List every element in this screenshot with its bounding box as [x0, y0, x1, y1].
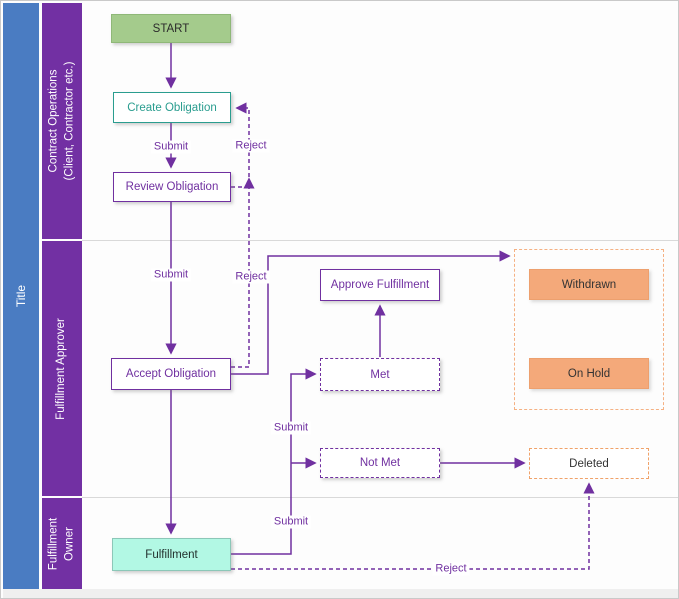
node-not-met[interactable]: Not Met — [320, 448, 440, 478]
lane-label-fulfillment-approver: Fulfillment Approver — [55, 318, 68, 420]
node-on-hold[interactable]: On Hold — [529, 358, 649, 389]
edge-label-reject-1: Reject — [232, 139, 270, 153]
lane-bar-fulfillment-approver: Fulfillment Approver — [42, 241, 82, 496]
lane-separator — [82, 240, 678, 241]
edge-label-reject-3: Reject — [432, 562, 470, 576]
edge-label-reject-2: Reject — [232, 270, 270, 284]
terminal-states-container — [514, 249, 664, 410]
title-lane-label: Title — [13, 284, 28, 308]
lane-label-contract-operations: Contract Operations (Client, Contractor … — [47, 61, 75, 181]
diagram-footer-strip — [3, 589, 678, 598]
node-met[interactable]: Met — [320, 358, 440, 391]
node-approve-fulfillment[interactable]: Approve Fulfillment — [320, 269, 440, 301]
edge-label-submit-4: Submit — [270, 515, 312, 529]
node-withdrawn[interactable]: Withdrawn — [529, 269, 649, 300]
node-create-obligation[interactable]: Create Obligation — [113, 92, 231, 123]
lane-label-fulfillment-owner: Fulfillment Owner — [47, 517, 75, 571]
lane-bar-fulfillment-owner: Fulfillment Owner — [42, 498, 82, 589]
title-lane-bar: Title — [3, 3, 39, 589]
lane-separator — [82, 497, 678, 498]
node-start[interactable]: START — [111, 14, 231, 43]
edge-label-submit-1: Submit — [150, 140, 192, 154]
edge-label-submit-3: Submit — [270, 421, 312, 435]
node-fulfillment[interactable]: Fulfillment — [112, 538, 231, 571]
node-accept-obligation[interactable]: Accept Obligation — [111, 358, 231, 390]
lane-bar-contract-operations: Contract Operations (Client, Contractor … — [42, 3, 82, 239]
node-review-obligation[interactable]: Review Obligation — [113, 172, 231, 202]
edge-label-submit-2: Submit — [150, 268, 192, 282]
node-deleted[interactable]: Deleted — [529, 448, 649, 479]
